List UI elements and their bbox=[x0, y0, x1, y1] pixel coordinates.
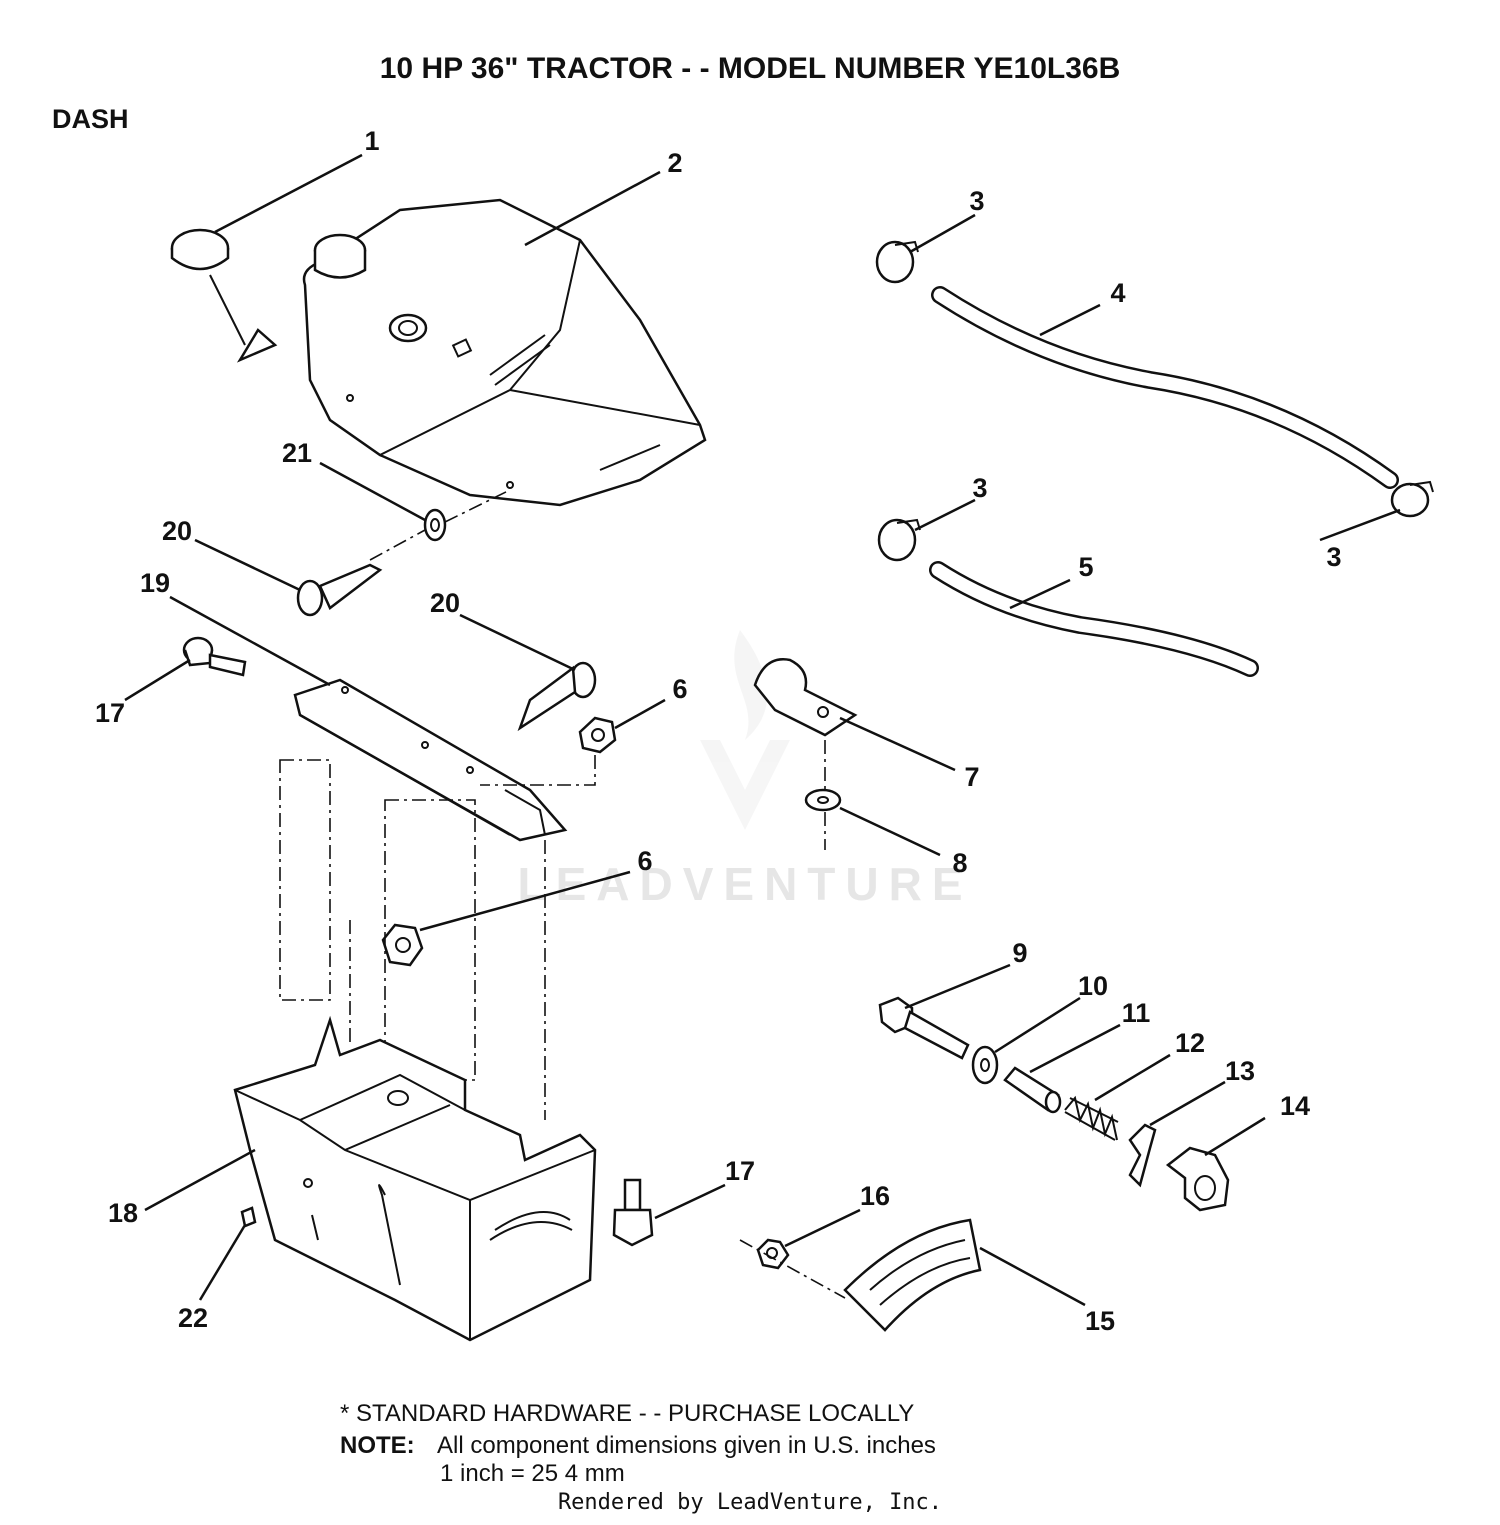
throttle-plate-part bbox=[843, 1218, 982, 1332]
bolt-part bbox=[182, 636, 247, 677]
note-line-1: All component dimensions given in U.S. i… bbox=[437, 1432, 936, 1459]
bolt-part bbox=[878, 996, 970, 1060]
watermark-logo bbox=[700, 630, 790, 830]
callout-number: 6 bbox=[672, 674, 687, 704]
callout-number: 17 bbox=[95, 698, 125, 728]
rendered-by-credit: Rendered by LeadVenture, Inc. bbox=[557, 1490, 943, 1515]
assembly-line bbox=[739, 1239, 846, 1299]
callout-number: 15 bbox=[1085, 1306, 1115, 1336]
flange-nut-part bbox=[756, 1238, 790, 1270]
callout-number: 21 bbox=[282, 438, 312, 468]
screw-part bbox=[296, 563, 383, 617]
lever-guide-part bbox=[1165, 1146, 1230, 1212]
hose-clamp-part bbox=[875, 240, 919, 284]
standard-hardware-note: * STANDARD HARDWARE - - PURCHASE LOCALLY bbox=[340, 1400, 915, 1427]
callout-number: 3 bbox=[1326, 542, 1341, 572]
washer-part bbox=[804, 788, 842, 812]
dash-housing-part bbox=[302, 198, 707, 507]
callout-number: 3 bbox=[969, 186, 984, 216]
callout-number: 6 bbox=[637, 846, 652, 876]
screw-part bbox=[517, 661, 597, 732]
callout-number: 17 bbox=[725, 1156, 755, 1186]
fuel-cap-part bbox=[170, 228, 278, 363]
callout-number: 20 bbox=[430, 588, 460, 618]
fuel-hose-long-inner bbox=[933, 288, 1397, 487]
hose-clamp-part bbox=[1390, 480, 1434, 518]
callout-number: 4 bbox=[1110, 278, 1125, 308]
watermark-text: LEADVENTURE bbox=[517, 858, 972, 910]
clip-part bbox=[1128, 1123, 1157, 1188]
callout-number: 3 bbox=[972, 473, 987, 503]
callout-numbers: 1 2 3 4 3 3 5 21 20 19 20 17 6 7 8 6 9 1… bbox=[95, 126, 1342, 1336]
pin-part bbox=[240, 1206, 257, 1228]
callout-number: 13 bbox=[1225, 1056, 1255, 1086]
callout-leaders bbox=[124, 153, 1401, 1307]
washer-part bbox=[971, 1045, 999, 1085]
callout-number: 19 bbox=[140, 568, 170, 598]
spacer-part bbox=[1003, 1066, 1062, 1114]
callout-number: 10 bbox=[1078, 971, 1108, 1001]
bolt-part bbox=[612, 1178, 654, 1247]
callout-number: 8 bbox=[952, 848, 967, 878]
note-line-2: 1 inch = 25 4 mm bbox=[440, 1460, 625, 1487]
assembly-line bbox=[480, 755, 596, 786]
callout-number: 14 bbox=[1280, 1091, 1310, 1121]
callout-number: 16 bbox=[860, 1181, 890, 1211]
hose-clamp-part bbox=[877, 518, 921, 562]
callout-number: 7 bbox=[964, 762, 979, 792]
assembly-line bbox=[279, 759, 331, 1001]
hex-nut-part bbox=[381, 923, 424, 967]
hex-nut-part bbox=[578, 716, 617, 754]
assembly-line bbox=[369, 529, 426, 561]
callout-number: 11 bbox=[1122, 998, 1151, 1028]
callout-number: 22 bbox=[178, 1303, 208, 1333]
callout-number: 18 bbox=[108, 1198, 138, 1228]
assembly-line bbox=[444, 489, 511, 523]
washer-part bbox=[423, 508, 447, 542]
spring-part bbox=[1064, 1095, 1119, 1141]
callout-number: 12 bbox=[1175, 1028, 1205, 1058]
callout-number: 2 bbox=[667, 148, 682, 178]
section-label: DASH bbox=[52, 104, 129, 134]
callout-number: 20 bbox=[162, 516, 192, 546]
callout-number: 9 bbox=[1012, 938, 1027, 968]
assembly-line bbox=[384, 799, 476, 1081]
diagram-title: 10 HP 36" TRACTOR - - MODEL NUMBER YE10L… bbox=[379, 52, 1121, 85]
dash-panel-part bbox=[233, 1015, 597, 1342]
callout-number: 1 bbox=[364, 126, 379, 156]
hose-bracket-part bbox=[753, 658, 858, 737]
dash-bracket-part bbox=[293, 678, 568, 842]
callout-number: 5 bbox=[1078, 552, 1093, 582]
fuel-hose-short-inner bbox=[931, 563, 1257, 675]
note-label: NOTE: bbox=[340, 1432, 415, 1459]
